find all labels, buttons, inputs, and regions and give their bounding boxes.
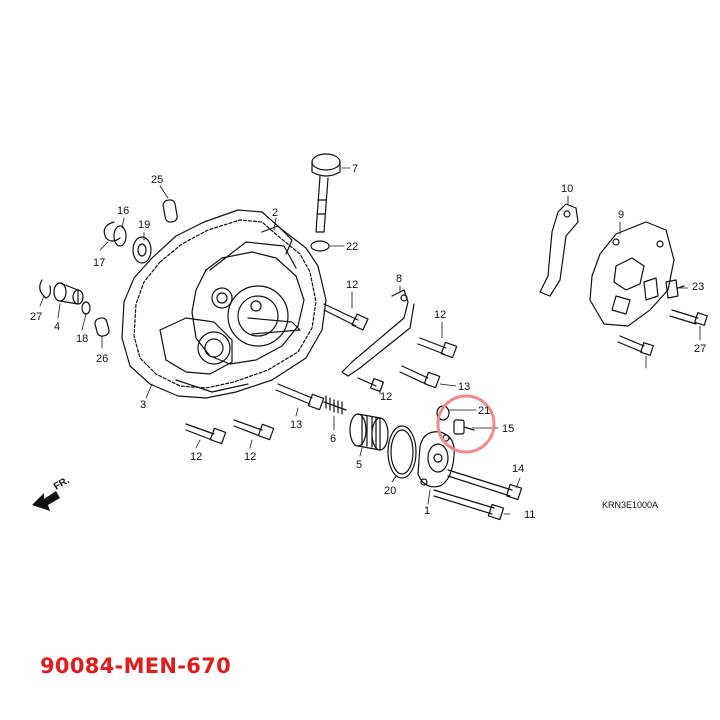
leader-lines xyxy=(39,167,701,515)
callout-7: 7 xyxy=(352,163,358,175)
clip-26 xyxy=(39,279,52,299)
callout-4: 4 xyxy=(54,321,60,333)
callout-13-a: 13 xyxy=(458,381,470,393)
callout-11: 11 xyxy=(524,509,535,521)
bolt-13-b xyxy=(275,383,325,411)
reference-code: KRN3E1000A xyxy=(602,500,658,510)
bolt-12-c xyxy=(357,377,385,393)
callout-20: 20 xyxy=(384,485,396,497)
callout-21: 21 xyxy=(478,405,490,417)
filter-cover-1 xyxy=(417,431,455,488)
callout-26: 27 xyxy=(30,311,42,323)
bolt-27-b xyxy=(617,335,654,356)
clip-17 xyxy=(103,221,121,242)
bolt-6 xyxy=(323,395,347,415)
callout-22: 22 xyxy=(346,241,358,253)
callout-2: 2 xyxy=(272,207,278,219)
bolt-12-e xyxy=(233,419,275,441)
highlight-circle xyxy=(436,394,496,454)
callout-10: 10 xyxy=(561,183,573,195)
crankcase-cover xyxy=(121,209,327,399)
drain-bolt-15 xyxy=(453,419,475,435)
bolt-12-d xyxy=(185,423,227,445)
front-direction-arrow: FR. xyxy=(32,475,72,511)
bolt-14 xyxy=(447,469,523,501)
direction-label: FR. xyxy=(52,475,72,493)
part-number: 90084-MEN-670 xyxy=(40,654,232,678)
bolt-11 xyxy=(433,489,505,521)
bolt-13-a xyxy=(399,365,441,389)
callout-labels: 7 22 2 25 16 19 17 27 4 18 26 3 12 8 12 … xyxy=(30,163,706,521)
callout-3: 3 xyxy=(140,399,146,411)
callout-12-a: 12 xyxy=(346,279,358,291)
bolt-27-a xyxy=(669,309,708,326)
callout-13-b: 13 xyxy=(290,419,302,431)
washer-18 xyxy=(81,301,91,315)
oil-filter-5 xyxy=(349,413,389,451)
callout-12-b: 12 xyxy=(434,309,446,321)
o-ring-22 xyxy=(310,240,330,252)
chain-guide-10 xyxy=(539,203,579,297)
callout-6: 6 xyxy=(330,433,336,445)
dowel-pin-24 xyxy=(162,199,178,223)
clip-23 xyxy=(665,279,685,299)
callout-5: 5 xyxy=(356,459,362,471)
shaft-4 xyxy=(53,282,84,305)
callout-12-e: 12 xyxy=(244,451,256,463)
callout-9: 9 xyxy=(618,209,624,221)
callout-18: 18 xyxy=(76,333,88,345)
callout-27-a: 27 xyxy=(694,343,706,355)
callout-14: 14 xyxy=(512,463,524,475)
callout-17: 17 xyxy=(93,257,105,269)
callout-23: 23 xyxy=(692,281,704,293)
bolt-12-a xyxy=(323,303,369,331)
washer-16 xyxy=(113,225,127,247)
o-ring-20 xyxy=(387,425,417,479)
callout-25: 26 xyxy=(96,353,108,365)
oil-filler-cap xyxy=(311,153,341,233)
callout-1: 1 xyxy=(424,505,430,517)
callout-12-d: 12 xyxy=(190,451,202,463)
callout-15: 15 xyxy=(502,423,514,435)
bracket-8 xyxy=(341,289,415,377)
callout-19: 19 xyxy=(138,219,150,231)
bolt-12-b xyxy=(417,337,458,359)
sprocket-cover-9 xyxy=(589,221,675,327)
callout-16: 16 xyxy=(117,205,129,217)
oil-seal-19 xyxy=(132,236,152,264)
callout-24: 25 xyxy=(151,174,163,186)
pin-25 xyxy=(94,317,110,337)
callout-8: 8 xyxy=(396,273,402,285)
callout-12-c: 12 xyxy=(380,391,392,403)
